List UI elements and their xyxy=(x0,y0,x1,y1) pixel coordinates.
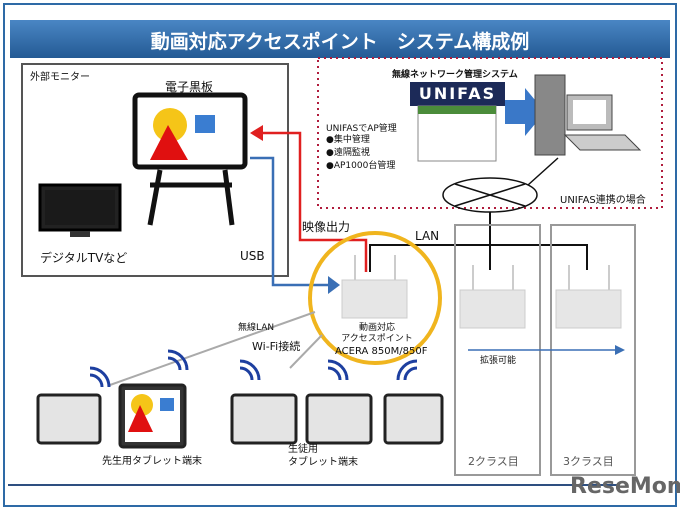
student-line1: 生徒用 xyxy=(288,444,318,455)
student-line2: タブレット端末 xyxy=(288,457,358,468)
wifi-icons xyxy=(89,349,418,388)
unifas-box xyxy=(317,57,663,209)
title-bar xyxy=(10,20,670,58)
tv-icon xyxy=(38,183,122,237)
external-monitor-label: 外部モニター xyxy=(30,72,90,83)
page-title: 動画対応アクセスポイント システム構成例 xyxy=(150,31,530,53)
system-label: 無線ネットワーク管理システム xyxy=(392,70,518,80)
tv-label: デジタルTVなど xyxy=(40,251,128,265)
whiteboard-icon xyxy=(132,92,248,226)
wifi-arrows xyxy=(109,311,323,386)
unifas-logo xyxy=(410,82,505,106)
class2-label: 2クラス目 xyxy=(468,455,519,468)
unifas-case-label: UNIFAS連携の場合 xyxy=(560,195,646,206)
usb-label: USB xyxy=(240,249,265,263)
expand-label: 拡張可能 xyxy=(480,356,517,366)
highlight-circle xyxy=(308,231,442,365)
video-output-label: 映像出力 xyxy=(302,220,351,234)
wireless-label: 無線LAN xyxy=(238,323,275,333)
access-point-icon xyxy=(341,279,622,329)
server-pc-icon xyxy=(534,74,642,156)
unifas-screenshot xyxy=(417,105,497,162)
wifi-label: Wi-Fi接続 xyxy=(252,340,301,353)
mgmt-list: ●集中管理 ●遠隔監視 ●AP1000台管理 xyxy=(326,134,395,173)
mgmt-title: UNIFASでAP管理 xyxy=(326,124,397,134)
class3-label: 3クラス目 xyxy=(563,455,614,468)
mgmt-item: ●集中管理 xyxy=(326,135,370,145)
mgmt-item: ●AP1000台管理 xyxy=(326,161,396,171)
board-label: 電子黒板 xyxy=(165,80,214,94)
lan-label: LAN xyxy=(415,229,440,243)
network-hub-icon xyxy=(442,157,559,213)
video-output-cable xyxy=(262,131,368,272)
unifas-logo-text: UNIFAS xyxy=(418,84,497,103)
external-monitor-box xyxy=(21,63,289,277)
teacher-tablet-label: 先生用タブレット端末 xyxy=(102,456,202,467)
student-tablet-label: 生徒用 タブレット端末 xyxy=(288,443,358,469)
ap-model: ACERA 850M/850F xyxy=(335,346,428,357)
ap-line1: 動画対応 xyxy=(358,323,395,333)
ap-line2: アクセスポイント xyxy=(341,334,413,344)
mgmt-item: ●遠隔監視 xyxy=(326,148,370,158)
lan-cable xyxy=(369,212,588,272)
access-point-label: 動画対応 アクセスポイント xyxy=(338,323,416,345)
usb-cable xyxy=(250,156,330,287)
outer-frame xyxy=(3,3,677,507)
watermark-logo: ReseMom xyxy=(570,474,680,499)
tablet-icons xyxy=(36,383,444,449)
